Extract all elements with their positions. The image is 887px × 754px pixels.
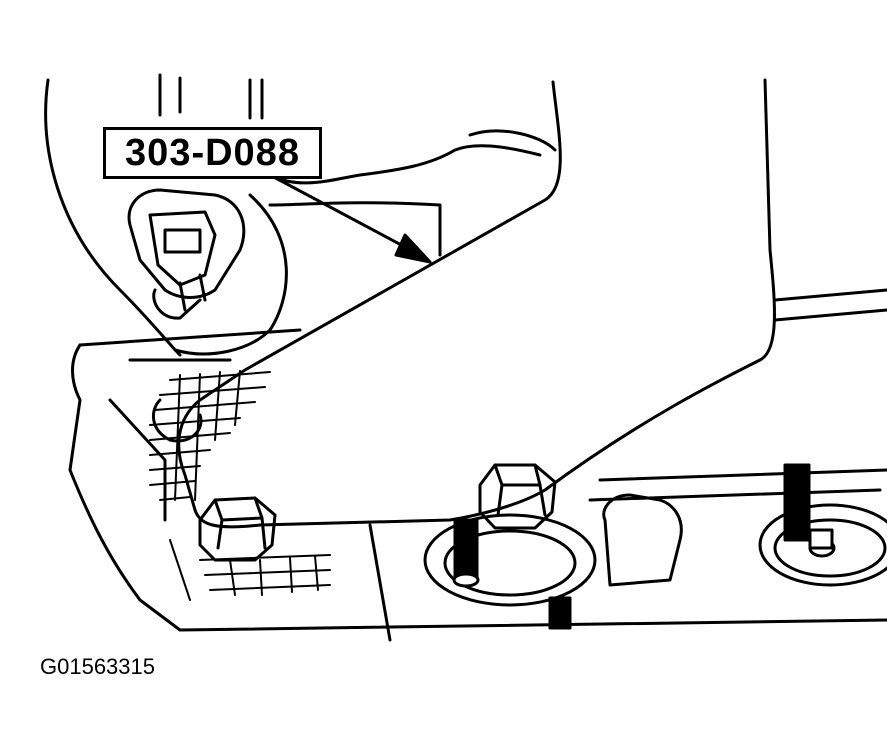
hatched-casting-area — [149, 370, 331, 601]
left-bolt — [198, 496, 277, 562]
callout-leader-line — [268, 173, 422, 257]
callout-arrowhead — [394, 233, 432, 264]
tool-number-label: 303-D088 — [125, 131, 300, 174]
port-washer — [423, 493, 887, 607]
engine-housing-outline — [44, 73, 887, 642]
sensor-connector — [127, 188, 246, 320]
tool-number-callout: 303-D088 — [103, 127, 322, 179]
figure-id: G01563315 — [40, 654, 155, 679]
tool-bracket — [177, 78, 776, 529]
threaded-stud — [452, 463, 836, 630]
